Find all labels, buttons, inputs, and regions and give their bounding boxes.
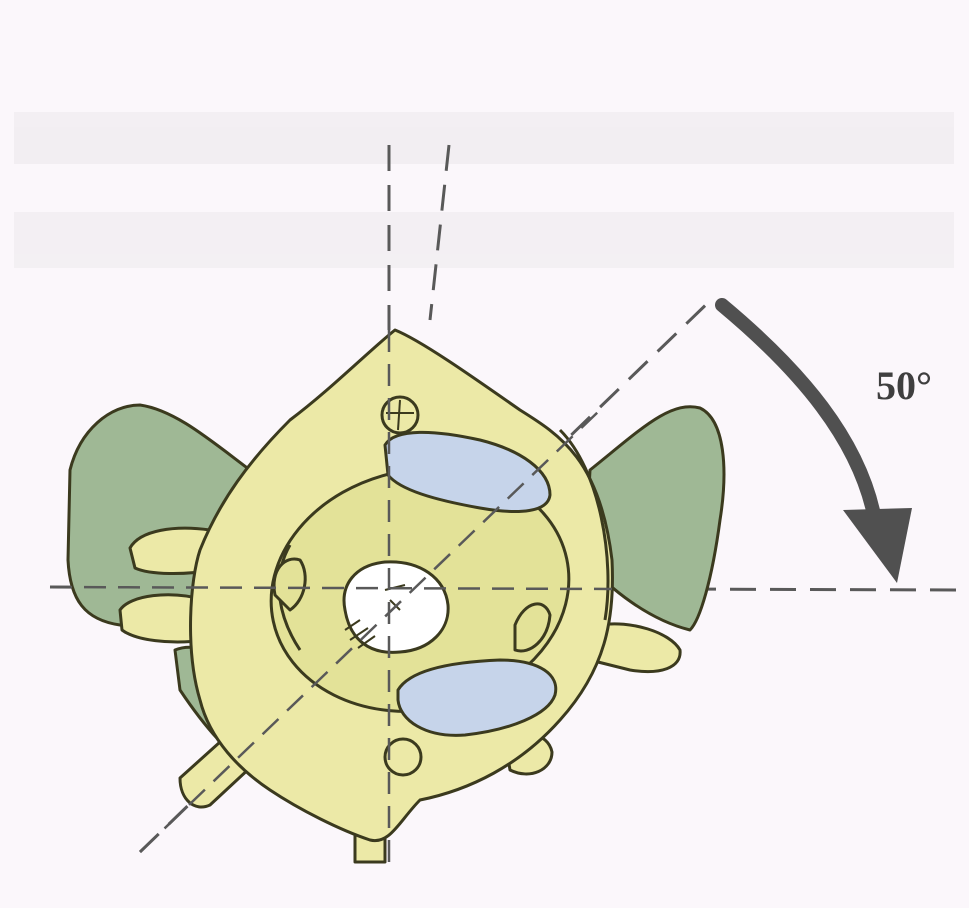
- rotation-arrow-shaft: [722, 305, 875, 520]
- rotation-arrow-head: [843, 508, 912, 583]
- right-lower-process: [598, 624, 680, 672]
- angle-label: 50°: [876, 362, 932, 409]
- background-bleed-through: [14, 112, 954, 268]
- lower-small-foramen: [385, 739, 421, 775]
- vertebra-illustration: [68, 330, 724, 862]
- rotation-arrow: [722, 305, 912, 583]
